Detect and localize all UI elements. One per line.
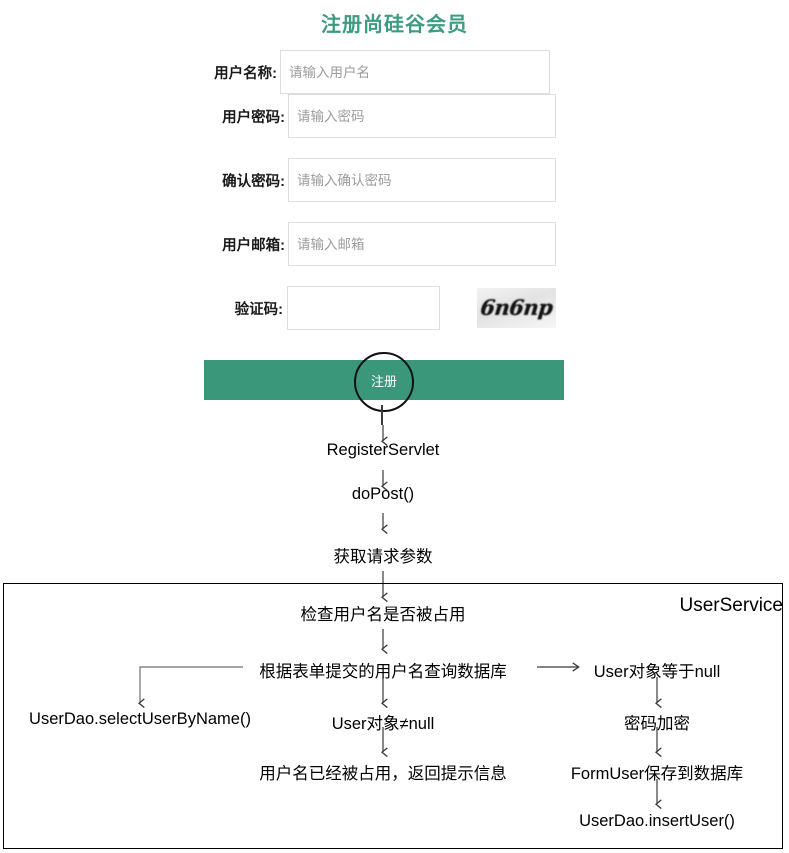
flow-node-user-not-null: User对象≠null <box>331 715 435 733</box>
form-row-email: 用户邮箱: <box>205 222 556 266</box>
captcha-image[interactable]: 6n6np <box>477 288 556 328</box>
password-input[interactable] <box>288 94 556 138</box>
form-row-username: 用户名称: <box>205 50 550 94</box>
flow-node-register-servlet: RegisterServlet <box>326 441 440 459</box>
label-password: 用户密码: <box>222 109 285 126</box>
flow-node-username-taken: 用户名已经被占用，返回提示信息 <box>259 765 507 783</box>
registration-form-section: 注册尚硅谷会员 用户名称: 用户密码: 确认密码: 用户邮箱: 验证码: 6n6… <box>0 0 789 425</box>
flow-node-user-is-null: User对象等于null <box>593 663 721 681</box>
flow-node-get-params: 获取请求参数 <box>333 548 433 566</box>
captcha-input[interactable] <box>287 286 440 330</box>
flowchart-section: UserService RegisterServlet doPost() 获取请… <box>0 415 789 853</box>
flow-node-insert-user: UserDao.insertUser() <box>579 812 735 830</box>
email-input[interactable] <box>288 222 556 266</box>
label-email: 用户邮箱: <box>222 237 285 254</box>
flow-node-check-username: 检查用户名是否被占用 <box>300 606 466 624</box>
label-confirm-password: 确认密码: <box>222 173 285 190</box>
register-submit-button[interactable]: 注册 <box>204 360 564 400</box>
confirm-password-input[interactable] <box>288 158 556 202</box>
form-row-confirm-password: 确认密码: <box>205 158 556 202</box>
user-service-boundary-box <box>3 583 783 849</box>
label-username: 用户名称: <box>214 65 277 82</box>
form-row-captcha: 验证码: <box>205 286 440 330</box>
flow-node-encrypt-password: 密码加密 <box>624 715 690 733</box>
form-row-password: 用户密码: <box>205 94 556 138</box>
captcha-code-text: 6n6np <box>479 295 554 320</box>
label-captcha: 验证码: <box>234 301 283 318</box>
user-service-label: UserService <box>679 595 783 616</box>
flow-node-save-form-user: FormUser保存到数据库 <box>570 765 744 783</box>
page-title: 注册尚硅谷会员 <box>321 14 468 36</box>
username-input[interactable] <box>280 50 550 94</box>
flow-node-select-user-by-name: UserDao.selectUserByName() <box>29 710 251 728</box>
flow-node-do-post: doPost() <box>351 485 415 503</box>
flow-node-query-db: 根据表单提交的用户名查询数据库 <box>259 663 507 681</box>
